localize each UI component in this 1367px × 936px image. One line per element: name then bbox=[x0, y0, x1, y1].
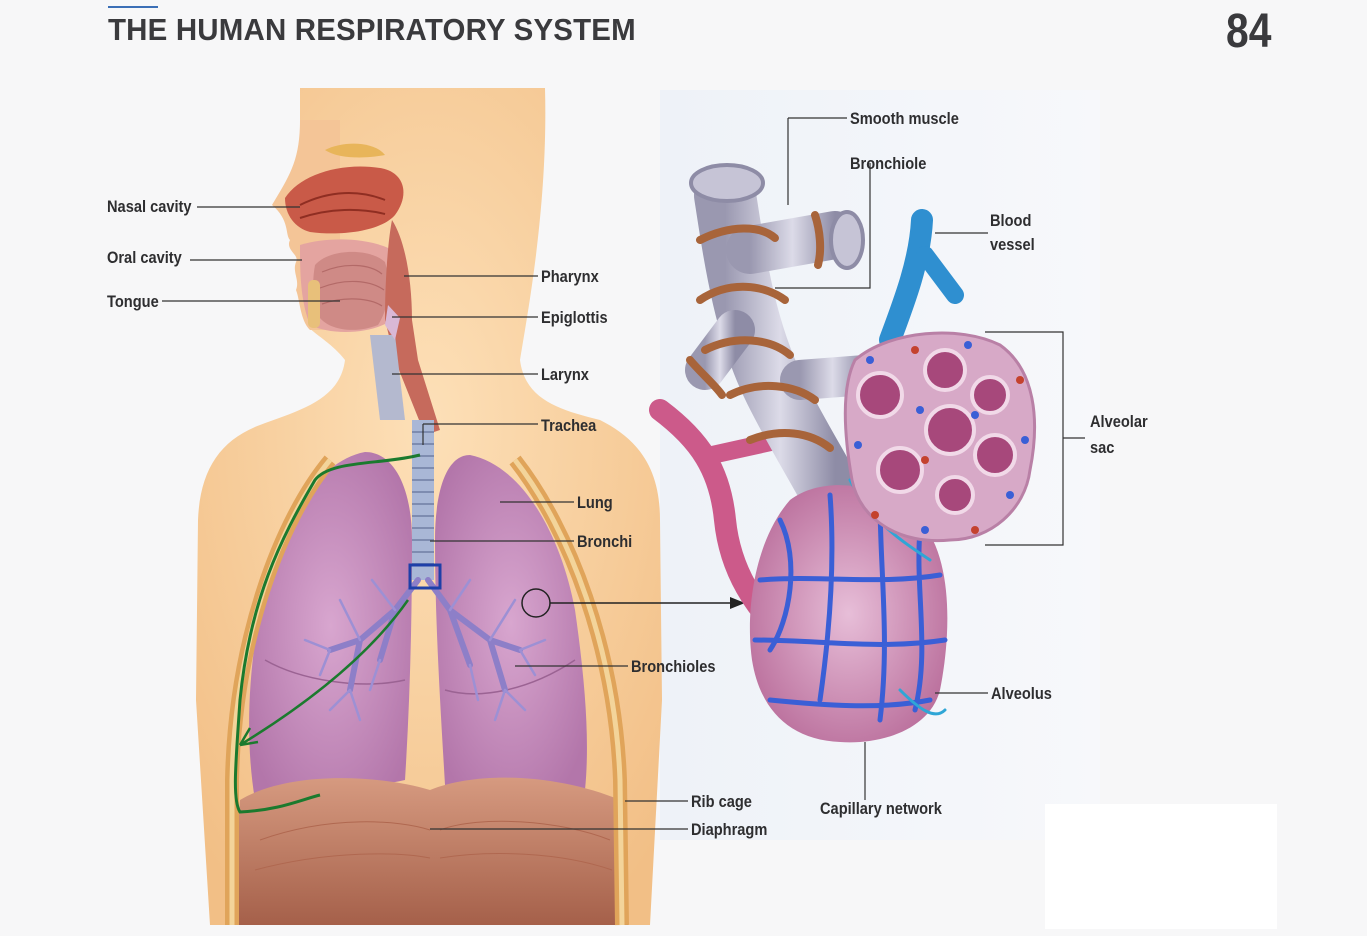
label-blood-vessel-line2: vessel bbox=[990, 234, 1035, 256]
label-lung: Lung bbox=[577, 492, 613, 514]
label-alveolar-sac-line1: Alveolar bbox=[1090, 411, 1148, 433]
label-capillary-network: Capillary network bbox=[820, 798, 942, 820]
label-trachea: Trachea bbox=[541, 415, 596, 437]
label-nasal-cavity: Nasal cavity bbox=[107, 196, 192, 218]
jaw-bone bbox=[308, 280, 320, 328]
label-larynx: Larynx bbox=[541, 364, 589, 386]
label-smooth-muscle: Smooth muscle bbox=[850, 108, 959, 130]
label-bronchiole: Bronchiole bbox=[850, 153, 926, 175]
label-alveolus: Alveolus bbox=[991, 683, 1052, 705]
label-alveolar-sac-line2: sac bbox=[1090, 437, 1114, 459]
label-pharynx: Pharynx bbox=[541, 266, 599, 288]
bronchiole-opening-2 bbox=[831, 212, 863, 268]
label-tongue: Tongue bbox=[107, 291, 159, 313]
label-blood-vessel-line1: Blood bbox=[990, 210, 1031, 232]
label-epiglottis: Epiglottis bbox=[541, 307, 608, 329]
tongue-shape bbox=[313, 252, 388, 330]
bronchiole-opening bbox=[691, 165, 763, 201]
label-rib-cage: Rib cage bbox=[691, 791, 752, 813]
label-oral-cavity: Oral cavity bbox=[107, 247, 182, 269]
label-bronchi: Bronchi bbox=[577, 531, 632, 553]
label-bronchioles: Bronchioles bbox=[631, 656, 715, 678]
blank-box bbox=[1045, 804, 1277, 929]
diaphragm-shape bbox=[232, 778, 628, 925]
label-diaphragm: Diaphragm bbox=[691, 819, 767, 841]
